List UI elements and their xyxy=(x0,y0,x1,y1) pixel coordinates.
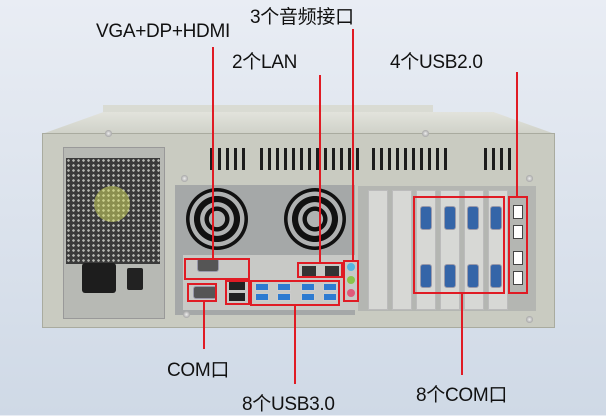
callout-box-video xyxy=(184,258,250,280)
label-usb2-ports: 4个USB2.0 xyxy=(390,52,483,73)
serial-port-icon xyxy=(444,264,456,288)
label-com8-ports: 8个COM口 xyxy=(416,385,508,406)
callout-box-lan xyxy=(297,262,343,278)
serial-port-icon xyxy=(467,264,479,288)
usb3-port-icon xyxy=(277,283,291,291)
vent-slots xyxy=(260,148,360,170)
lan-port-icon xyxy=(302,266,316,276)
callout-box-usb3 xyxy=(250,280,340,306)
callout-line-com8 xyxy=(461,294,463,375)
screw-icon xyxy=(526,316,533,323)
usb3-port-icon xyxy=(301,293,315,301)
screw-icon xyxy=(422,130,429,137)
label-video-ports: VGA+DP+HDMI xyxy=(96,21,230,42)
hdmi-port-icon xyxy=(229,293,245,301)
audio-line-in-icon xyxy=(347,263,355,271)
callout-line-video xyxy=(212,47,214,258)
vent-slots xyxy=(210,148,248,170)
audio-line-out-icon xyxy=(347,276,355,284)
fan-icon xyxy=(186,188,248,250)
usb2-port-icon xyxy=(513,251,523,265)
dp-port-icon xyxy=(229,282,245,290)
label-audio-ports: 3个音频接口 xyxy=(250,7,354,28)
usb3-port-icon xyxy=(301,283,315,291)
callout-box-audio xyxy=(343,260,359,302)
callout-box-com xyxy=(187,283,217,302)
usb2-port-icon xyxy=(513,225,523,239)
label-com-port: COM口 xyxy=(167,360,230,381)
callout-line-lan xyxy=(319,75,321,262)
usb3-port-icon xyxy=(323,293,337,301)
serial-port-icon xyxy=(490,264,502,288)
callout-line-com xyxy=(203,302,205,349)
usb3-port-icon xyxy=(255,283,269,291)
psu-fan-icon xyxy=(94,186,130,222)
screw-icon xyxy=(183,311,190,318)
serial-port-icon xyxy=(490,206,502,230)
power-switch-icon xyxy=(127,268,143,290)
vent-slots xyxy=(372,148,452,170)
lan-port-icon xyxy=(325,266,339,276)
serial-port-icon xyxy=(467,206,479,230)
callout-box-com8 xyxy=(413,196,505,294)
screw-icon xyxy=(181,175,188,182)
chassis-top-bevel xyxy=(42,112,555,134)
expansion-slot xyxy=(368,190,388,310)
power-inlet-icon xyxy=(82,263,116,293)
callout-line-usb3 xyxy=(294,306,296,384)
usb3-port-icon xyxy=(277,293,291,301)
serial-port-icon xyxy=(444,206,456,230)
audio-mic-icon xyxy=(347,289,355,297)
callout-line-usb2 xyxy=(516,72,518,196)
serial-port-icon xyxy=(420,206,432,230)
fan-icon xyxy=(284,188,346,250)
label-lan-ports: 2个LAN xyxy=(232,52,298,73)
usb2-port-icon xyxy=(513,271,523,285)
callout-line-audio xyxy=(352,29,354,260)
label-usb3-ports: 8个USB3.0 xyxy=(242,394,335,415)
screw-icon xyxy=(526,175,533,182)
callout-box-usb2 xyxy=(508,196,528,294)
vent-slots xyxy=(484,148,514,170)
screw-icon xyxy=(105,130,112,137)
expansion-slot xyxy=(392,190,412,310)
usb3-port-icon xyxy=(323,283,337,291)
serial-port-icon xyxy=(420,264,432,288)
callout-box-video-lower xyxy=(225,280,250,305)
usb3-port-icon xyxy=(255,293,269,301)
usb2-port-icon xyxy=(513,205,523,219)
